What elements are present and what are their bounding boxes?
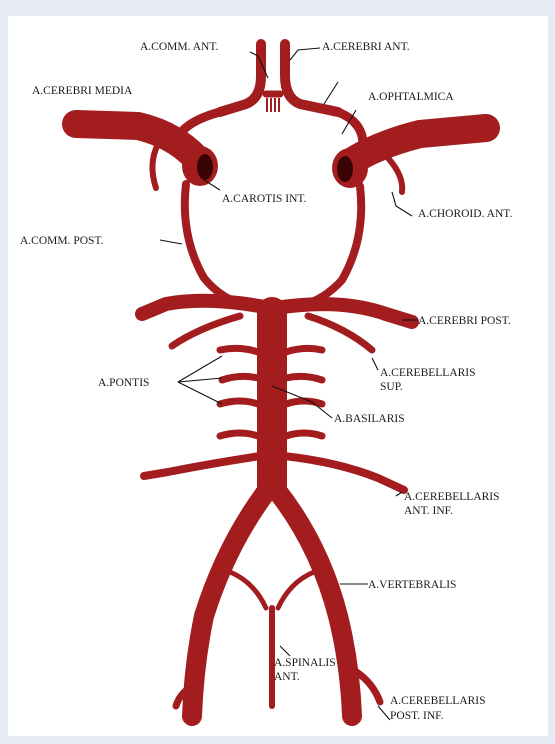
choroidal-anterior-artery <box>388 158 402 192</box>
label-comm-ant: A.COMM. ANT. <box>140 41 219 53</box>
label-carotis-int: A.CAROTIS INT. <box>222 193 307 205</box>
label-cerebellaris-ant-inf: A.CEREBELLARIS <box>404 491 500 503</box>
label-spinalis-ant-2: ANT. <box>274 671 300 683</box>
label-cerebellaris-ant-inf-2: ANT. INF. <box>404 505 453 517</box>
label-cerebellaris-sup-2: SUP. <box>380 381 403 393</box>
label-cerebri-ant: A.CEREBRI ANT. <box>322 41 410 53</box>
internal-carotid-left <box>182 146 218 186</box>
label-cerebri-media: A.CEREBRI MEDIA <box>32 85 133 97</box>
posterior-cerebral-artery-right <box>276 304 412 322</box>
posterior-cerebral-branch-right <box>308 316 372 350</box>
middle-cerebral-artery-right <box>354 128 486 160</box>
internal-carotid-right <box>332 148 368 188</box>
label-vertebralis: A.VERTEBRALIS <box>368 579 456 591</box>
vertebral-artery-left <box>192 492 266 716</box>
middle-cerebral-artery-left <box>76 124 196 158</box>
label-cerebri-post: A.CEREBRI POST. <box>418 315 511 327</box>
label-comm-post: A.COMM. POST. <box>20 235 104 247</box>
posterior-cerebral-branch-left <box>172 316 240 346</box>
carotid-branch-left <box>152 144 158 188</box>
label-spinalis-ant: A.SPINALIS <box>274 657 336 669</box>
anterior-inferior-cerebellar-right <box>284 456 404 490</box>
anterior-cerebral-artery-right <box>285 44 338 112</box>
posterior-communicating-artery-right <box>300 186 361 306</box>
label-cerebellaris-sup: A.CEREBELLARIS <box>380 367 476 379</box>
diagram-panel: A.COMM. ANT. A.CEREBRI ANT. A.CEREBRI ME… <box>8 16 548 736</box>
label-choroid-ant: A.CHOROID. ANT. <box>418 208 512 220</box>
label-pontis: A.PONTIS <box>98 377 149 389</box>
circle-of-willis-diagram: A.COMM. ANT. A.CEREBRI ANT. A.CEREBRI ME… <box>8 16 548 736</box>
anterior-inferior-cerebellar-left <box>144 456 260 476</box>
label-cerebellaris-post-inf-2: POST. INF. <box>390 710 444 722</box>
anterior-perforating-branches <box>267 98 279 112</box>
label-ophtalmica: A.OPHTALMICA <box>368 91 454 103</box>
label-basilaris: A.BASILARIS <box>334 413 405 425</box>
label-cerebellaris-post-inf: A.CEREBELLARIS <box>390 695 486 707</box>
posterior-cerebral-artery-left <box>142 301 270 314</box>
anterior-spinal-artery-left <box>230 572 266 608</box>
anterior-spinal-artery-right <box>278 572 314 608</box>
